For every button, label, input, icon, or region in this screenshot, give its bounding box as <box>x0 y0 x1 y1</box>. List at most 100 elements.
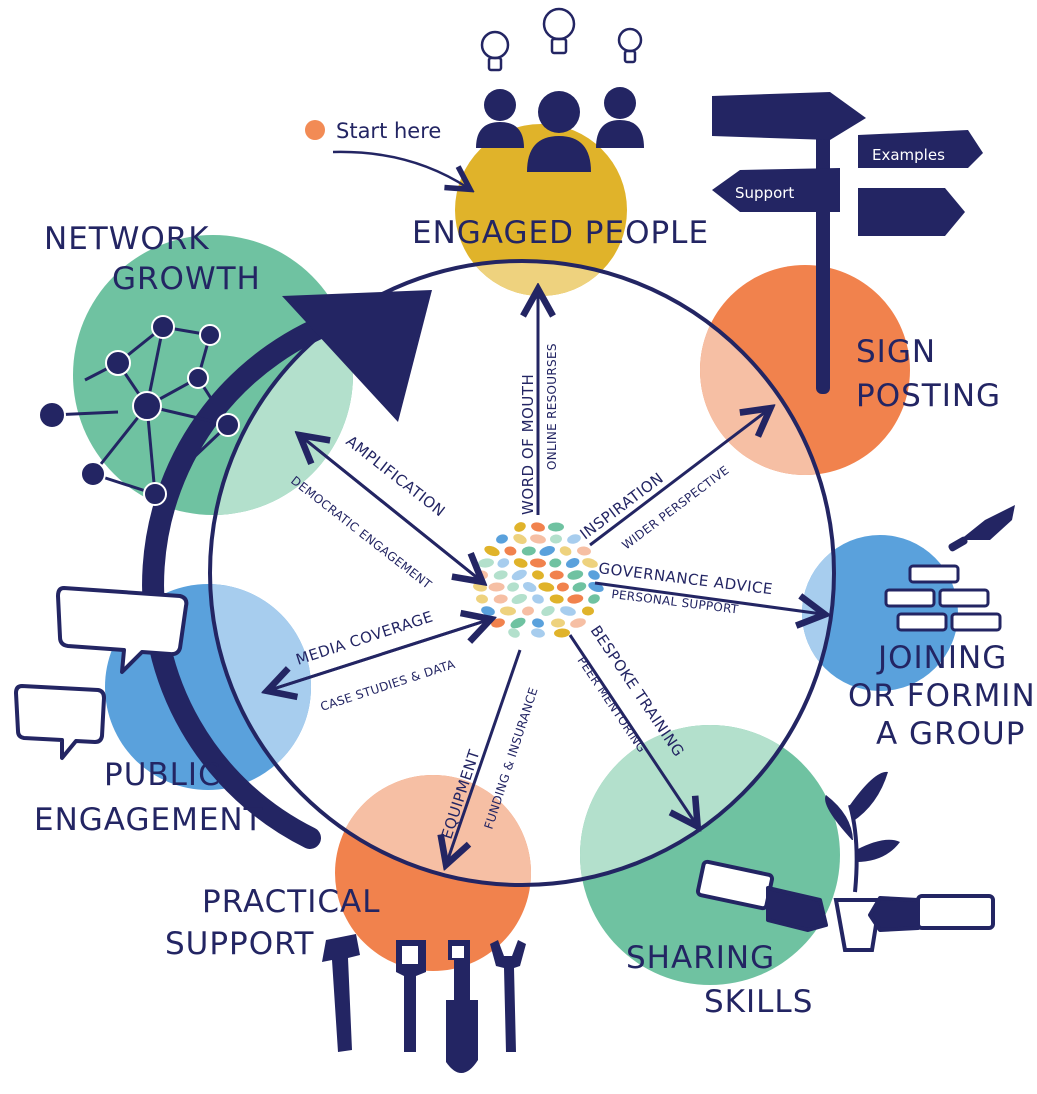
seed <box>513 534 527 544</box>
seed <box>504 546 517 556</box>
seed <box>473 582 487 592</box>
spoke-practical <box>447 649 522 862</box>
title-network-line2: GROWTH <box>112 261 261 297</box>
seed <box>493 570 508 580</box>
lightbulb-icon <box>480 7 643 72</box>
seed <box>556 582 569 592</box>
seed <box>582 606 594 616</box>
title-network-line1: NETWORK <box>44 221 210 257</box>
spoke-public-in <box>269 620 488 692</box>
spoke-network-out <box>302 437 481 582</box>
seed <box>577 546 591 556</box>
seed <box>551 618 565 628</box>
seed <box>510 617 526 629</box>
people-icon <box>476 87 644 172</box>
seed <box>522 582 537 592</box>
seed <box>549 558 562 568</box>
title-sharing-line2: SKILLS <box>704 984 813 1020</box>
signpost-support: Support <box>735 184 794 202</box>
seed <box>559 546 572 556</box>
seed <box>511 594 528 604</box>
speech-bubble-icon <box>14 586 189 760</box>
cycle-arrow <box>142 290 432 849</box>
tools-icon <box>322 934 526 1074</box>
seed <box>582 558 598 568</box>
title-joining-line1: JOINING <box>876 640 1007 676</box>
seed <box>511 569 527 581</box>
spoke-label-funding: FUNDING & INSURANCE <box>482 686 541 831</box>
seed <box>493 594 508 604</box>
start-dot-icon <box>305 120 325 140</box>
seed <box>549 570 564 580</box>
plant-icon <box>825 771 900 952</box>
title-practical-line2: SUPPORT <box>165 926 314 962</box>
bricks-icon <box>884 564 1002 632</box>
seed <box>478 558 494 568</box>
spoke-sharing <box>568 634 696 824</box>
signpost-icon: Examples Support <box>712 92 983 394</box>
seed <box>550 534 562 544</box>
seed <box>532 570 544 580</box>
title-sharing-line1: SHARING <box>626 940 775 976</box>
spoke-joining <box>594 581 822 614</box>
seed <box>491 618 505 628</box>
seed <box>538 582 555 592</box>
seed <box>541 606 555 616</box>
seed <box>531 522 545 532</box>
seed <box>476 594 488 604</box>
seed <box>497 558 510 568</box>
title-sign-line2: POSTING <box>856 378 1001 414</box>
seed <box>532 618 544 628</box>
trowel-icon <box>948 505 1015 552</box>
title-engaged-people: ENGAGED PEOPLE <box>412 215 709 251</box>
seed <box>500 606 516 616</box>
seed <box>521 546 536 556</box>
seed <box>588 570 600 580</box>
seed <box>530 558 546 568</box>
seed <box>570 618 586 628</box>
title-public-line2: ENGAGEMENT <box>34 802 264 838</box>
seed <box>532 594 544 604</box>
title-joining-line3: A GROUP <box>876 716 1025 752</box>
start-here-label: Start here <box>336 119 441 143</box>
seed <box>484 545 500 557</box>
seed <box>488 582 505 592</box>
seed <box>572 582 587 592</box>
seed <box>530 534 546 544</box>
seed <box>548 522 564 532</box>
seed <box>554 628 570 638</box>
seed <box>531 628 545 638</box>
title-joining-line2: OR FORMING <box>848 678 1037 714</box>
glove-icon <box>695 859 995 932</box>
seed <box>567 534 581 544</box>
seed <box>481 606 495 616</box>
spoke-sign <box>589 410 768 547</box>
start-here: Start here <box>305 119 468 188</box>
title-sign-line1: SIGN <box>856 334 936 370</box>
node-titles: ENGAGED PEOPLE SIGN POSTING JOINING OR F… <box>34 215 1037 1020</box>
title-practical-line1: PRACTICAL <box>202 884 381 920</box>
seed <box>514 522 526 532</box>
spoke-label-word-of-mouth: WORD OF MOUTH <box>519 374 537 515</box>
seed <box>567 594 584 604</box>
spoke-label-case-studies: CASE STUDIES & DATA <box>319 657 458 714</box>
seed <box>565 558 580 568</box>
spoke-label-online-resources: ONLINE RESOURSES <box>545 343 559 470</box>
network-icon <box>38 315 240 506</box>
seed <box>567 570 584 580</box>
signpost-examples: Examples <box>872 146 945 164</box>
seed <box>588 594 600 604</box>
seed <box>508 628 520 638</box>
seed <box>560 606 576 616</box>
title-public-line1: PUBLIC <box>104 757 221 793</box>
spoke-arrows <box>270 292 822 862</box>
cycle-ring <box>208 259 836 887</box>
seed <box>522 606 534 616</box>
seed <box>549 594 564 604</box>
spoke-label-wider-perspective: WIDER PERSPECTIVE <box>619 463 731 552</box>
seed <box>507 582 520 592</box>
seed <box>513 558 528 568</box>
seed-cluster-icon <box>473 522 604 638</box>
seed <box>496 534 508 544</box>
